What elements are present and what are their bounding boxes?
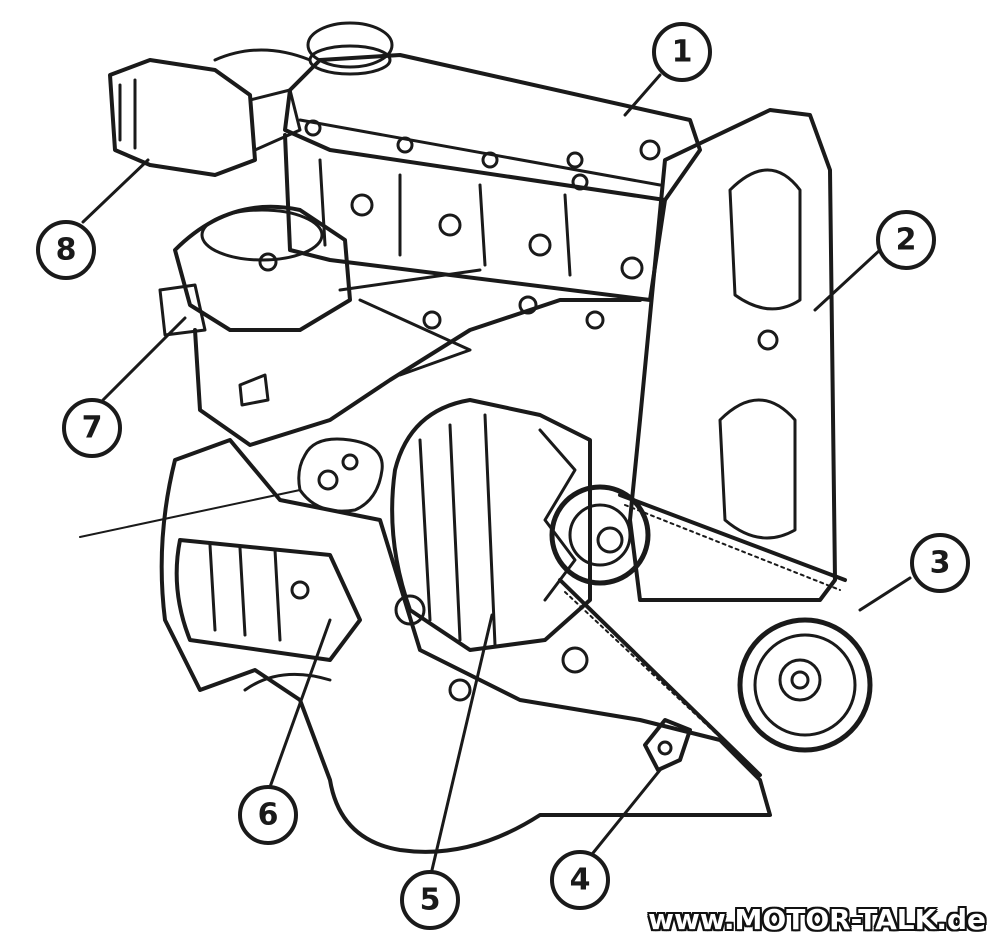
- inlet-manifold: [193, 298, 642, 447]
- oil-sump: [159, 438, 772, 854]
- callout-6: 6: [238, 785, 298, 845]
- callout-8-number: 8: [56, 233, 77, 268]
- drive-belt: [558, 493, 847, 777]
- oil-filler-cap: [306, 21, 394, 69]
- engine-block: [283, 133, 667, 302]
- callout-3: 3: [910, 533, 970, 593]
- circled-sensor-highlight: [297, 437, 384, 513]
- callout-1-number: 1: [672, 35, 693, 70]
- alternator: [390, 398, 592, 652]
- water-pump-pulley: [549, 484, 651, 586]
- callout-7: 7: [62, 398, 122, 458]
- callout-5: 5: [400, 870, 460, 930]
- distributor: [108, 58, 257, 177]
- callout-8: 8: [36, 220, 96, 280]
- callout-7-number: 7: [82, 411, 103, 446]
- callout-3-number: 3: [930, 546, 951, 581]
- engine-drawing: [79, 21, 873, 854]
- pointer-line: [79, 489, 301, 538]
- crankshaft-pulley: [737, 617, 873, 753]
- callout-1: 1: [652, 22, 712, 82]
- callout-2: 2: [876, 210, 936, 270]
- callout-6-number: 6: [258, 798, 279, 833]
- callout-4-number: 4: [570, 863, 591, 898]
- callout-leaders: [81, 73, 912, 872]
- timing-cover-plate: [628, 108, 837, 602]
- callout-4: 4: [550, 850, 610, 910]
- cylinder-head-cover: [283, 53, 702, 202]
- callout-5-number: 5: [420, 883, 441, 918]
- carburettor: [173, 204, 352, 332]
- callout-2-number: 2: [896, 223, 917, 258]
- starter-motor: [174, 538, 362, 662]
- watermark-url: www.MOTOR-TALK.de: [648, 903, 986, 936]
